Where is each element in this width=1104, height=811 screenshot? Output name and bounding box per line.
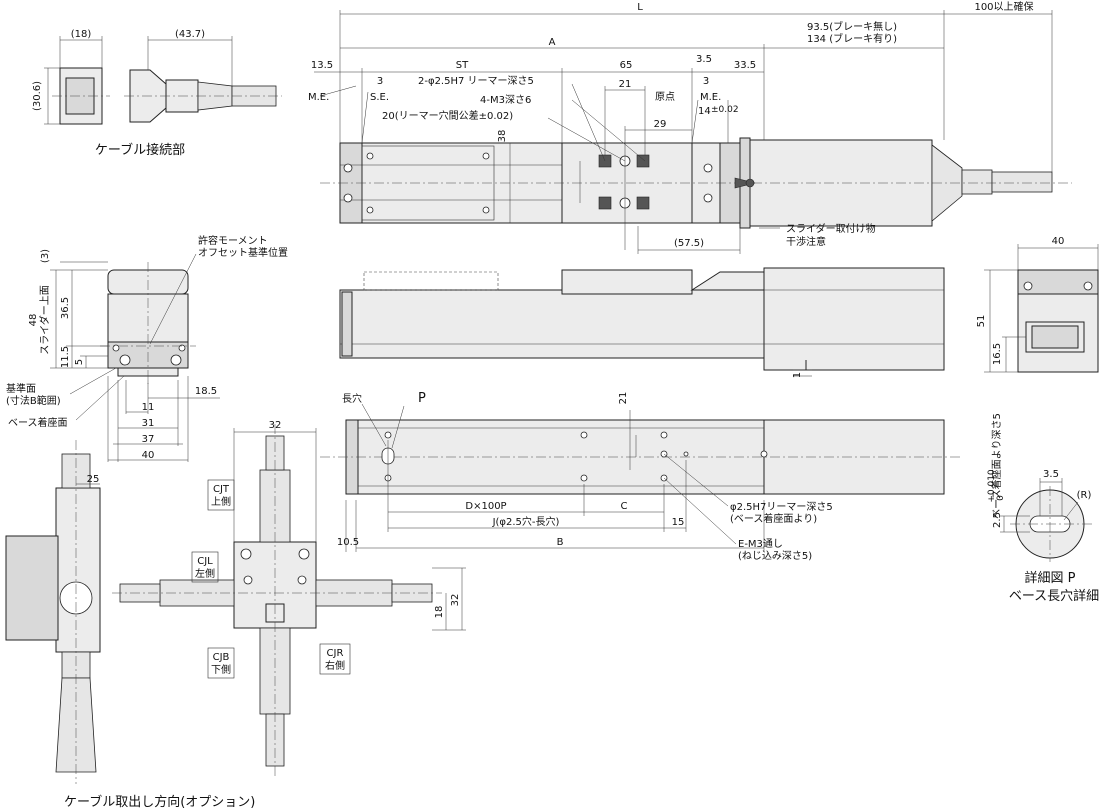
dim-32a: 32	[269, 420, 282, 431]
slider-interference-label: スライダー取付け物	[786, 222, 876, 235]
cable-connection-label: ケーブル接続部	[95, 142, 185, 158]
dim-14: 14	[698, 106, 711, 117]
ref-surface-label2: (寸法B範囲)	[6, 394, 61, 407]
pin-base-spec2: (ベース着座面より)	[730, 512, 817, 525]
dim-10-5: 10.5	[337, 537, 359, 548]
dim-3c: (3)	[40, 249, 51, 263]
cjt-label2: 上側	[211, 495, 231, 508]
end-view	[984, 244, 1099, 373]
dim-brake-with: 134 (ブレーキ有り)	[807, 32, 897, 45]
dim-13-5: 13.5	[311, 60, 333, 71]
allow-moment-label: 許容モーメント	[198, 234, 268, 247]
dim-40b: 40	[1052, 236, 1065, 247]
pin-base-spec: φ2.5H7リーマー深さ5	[730, 501, 833, 513]
em3-spec: E-M3通し	[738, 538, 783, 550]
dim-18b: 18	[434, 606, 445, 619]
me-right-label: M.E.	[700, 92, 721, 103]
cjl-label: CJL	[197, 556, 213, 567]
dim-secure: 100以上確保	[974, 0, 1033, 13]
dim-brake-none: 93.5(ブレーキ無し)	[807, 20, 897, 33]
dim-3-left: 3	[377, 76, 383, 87]
dim-A: A	[549, 37, 556, 48]
pin-spec: 2-φ2.5H7 リーマー深さ5	[418, 75, 534, 87]
cable-direction-label: ケーブル取出し方向(オプション)	[64, 794, 255, 810]
dim-15: 15	[672, 517, 685, 528]
dim-2-5-tol: +0.010	[987, 469, 997, 503]
cable-side-view	[5, 440, 101, 784]
dim-dx100p: D×100P	[465, 501, 506, 512]
cable-connection-view	[44, 36, 282, 125]
dim-18: (18)	[71, 29, 92, 40]
dim-36-5: 36.5	[60, 297, 71, 319]
detail-p-view	[1000, 478, 1092, 562]
dim-18-5: 18.5	[195, 386, 217, 397]
dim-48: 48	[28, 314, 39, 327]
cable-direction-view	[112, 424, 466, 776]
dim-14-tol: ±0.02	[711, 105, 739, 115]
dim-21b: 21	[618, 392, 629, 405]
dim-11: 11	[142, 402, 155, 413]
dim-5: 5	[74, 359, 85, 365]
dim-3-5b: 3.5	[1043, 469, 1059, 480]
em3-spec2: (ねじ込み深さ5)	[738, 550, 812, 562]
front-view	[50, 253, 220, 462]
cjr-label2: 右側	[325, 659, 345, 672]
detail-p-title: 詳細図 P	[1025, 570, 1076, 586]
dim-j: J(φ2.5穴-長穴)	[492, 515, 560, 528]
dim-57-5: (57.5)	[674, 238, 704, 249]
cjl-label2: 左側	[195, 567, 215, 580]
dim-43-7: (43.7)	[175, 29, 205, 40]
slider-interference-label2: 干渉注意	[786, 235, 826, 248]
cjt-label: CJT	[213, 484, 230, 495]
dim-37: 37	[142, 434, 155, 445]
base-depth-spec: ベース着座面より深さ5	[990, 413, 1003, 519]
dim-40a: 40	[142, 450, 155, 461]
dim-65: 65	[620, 60, 633, 71]
slot-label: 長穴	[342, 392, 362, 405]
cjb-label: CJB	[213, 652, 230, 663]
p-label: P	[418, 391, 426, 406]
dim-31: 31	[142, 418, 155, 429]
slider-top-label: スライダー上面	[38, 285, 51, 355]
dim-16-5: 16.5	[992, 343, 1003, 365]
dim-1: 1	[792, 372, 803, 378]
dim-38: 38	[497, 130, 508, 143]
se-label: S.E.	[370, 92, 389, 103]
cjr-label: CJR	[327, 648, 344, 659]
origin-label: 原点	[655, 91, 675, 103]
m3-spec: 4-M3深さ6	[480, 94, 531, 106]
dim-32b: 32	[450, 594, 461, 607]
bottom-view	[320, 403, 960, 552]
side-view	[339, 267, 945, 377]
dim-R: (R)	[1077, 490, 1092, 501]
dim-L: L	[637, 2, 643, 13]
dim-2-5: 2.5	[992, 512, 1003, 528]
dim-29: 29	[654, 119, 667, 130]
dim-2-5-tol2: 0	[996, 495, 1006, 501]
allow-moment-label2: オフセット基準位置	[198, 246, 288, 259]
dim-c: C	[621, 501, 628, 512]
pitch-spec: 20(リーマー穴間公差±0.02)	[382, 109, 513, 122]
dim-3-5: 3.5	[696, 54, 712, 65]
detail-p-sub: ベース長穴詳細	[1009, 588, 1099, 604]
dim-33-5: 33.5	[734, 60, 756, 71]
me-left-label: M.E.	[308, 92, 329, 103]
dim-3-right: 3	[703, 76, 709, 87]
dim-B: B	[557, 537, 564, 548]
dim-30-6: (30.6)	[32, 81, 43, 111]
dim-25: 25	[87, 474, 100, 485]
cjb-label2: 下側	[211, 663, 231, 676]
dim-ST: ST	[456, 60, 469, 71]
top-view	[314, 10, 1072, 254]
base-mount-label: ベース着座面	[8, 416, 68, 429]
dim-11-5: 11.5	[60, 346, 71, 368]
dim-21: 21	[619, 79, 632, 90]
ref-surface-label: 基準面	[6, 382, 36, 395]
dim-51: 51	[976, 315, 987, 328]
